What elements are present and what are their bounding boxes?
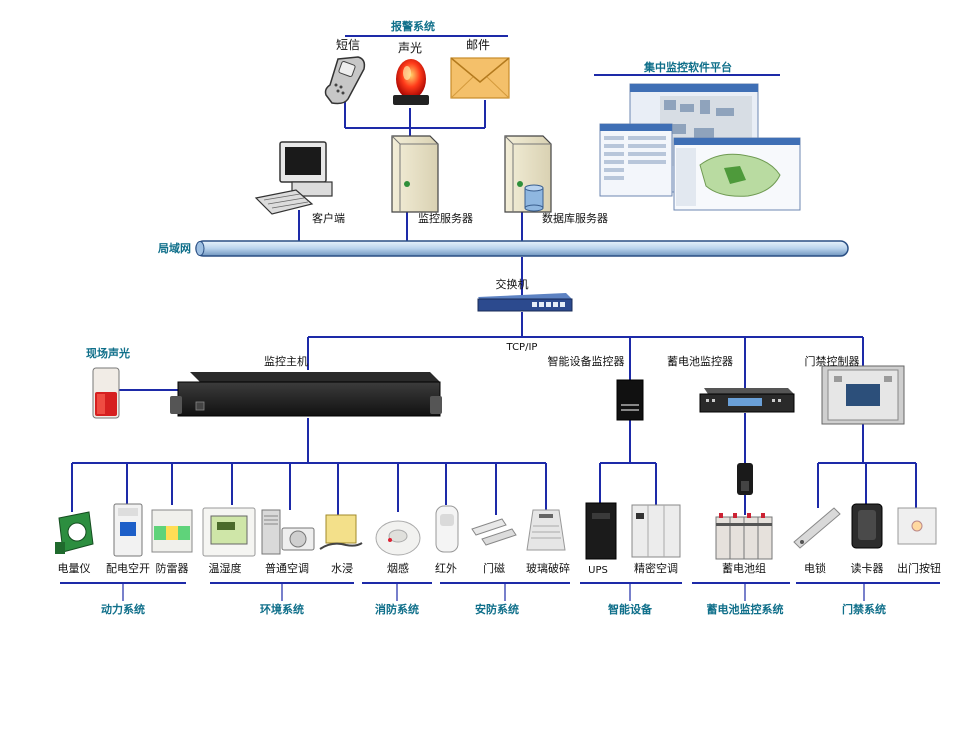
battery-monitor-icon [699,388,795,413]
monitor-server-icon [391,135,439,213]
access-controller-icon [821,365,905,425]
monitoring-host-icon [170,372,442,417]
device-label-breaker: 配电空开 [106,562,150,575]
alarm-system-title: 报警系统 [391,20,435,33]
infrared-sensor-icon [435,505,459,553]
envelope-icon [450,57,510,99]
switch-label: 交换机 [495,278,529,291]
door-contact-icon [471,518,517,546]
smart-monitor-label: 智能设备监控器 [547,355,625,368]
device-label-meter: 电量仪 [57,562,91,575]
siren-icon [393,59,429,105]
device-label-surge: 防雷器 [155,562,189,575]
device-label-lock: 电锁 [804,562,826,575]
device-label-door: 门磁 [483,562,505,575]
group-label-env: 环境系统 [260,603,304,616]
db-server-label: 数据库服务器 [542,212,608,225]
group-label-access: 门禁系统 [842,603,886,616]
device-label-pac: 精密空调 [634,562,678,575]
temp-humidity-sensor-icon [202,507,256,557]
device-label-glass: 玻璃破碎 [526,562,570,575]
surge-protector-icon [151,509,193,553]
onsite-alarm-label: 现场声光 [86,347,130,360]
device-label-reader: 读卡器 [850,562,884,575]
battery-monitor-label: 蓄电池监控器 [667,355,733,368]
smart-device-monitor-icon [616,379,644,421]
platform-title: 集中监控软件平台 [644,61,732,74]
group-label-security: 安防系统 [475,603,519,616]
circuit-breaker-icon [113,503,143,557]
connection-lines [60,35,940,584]
device-label-battery: 蓄电池组 [722,562,766,575]
access-controller-label: 门禁控制器 [804,355,860,368]
sms-label: 短信 [335,38,361,52]
group-tick-marks [122,583,865,601]
email-label: 邮件 [465,38,491,52]
client-label: 客户端 [312,212,345,225]
device-label-th: 温湿度 [208,562,242,575]
group-label-smart: 智能设备 [608,603,652,616]
smoke-detector-icon [375,520,421,556]
client-pc-icon [254,141,333,215]
electric-lock-icon [793,507,841,549]
device-label-ups: UPS [588,565,608,576]
battery-bank-icon [715,513,773,560]
device-label-ac: 普通空调 [265,562,309,575]
device-label-smoke: 烟感 [387,562,409,575]
software-platform-screenshots [599,83,801,211]
monitor-server-label: 监控服务器 [418,212,473,225]
mobile-phone-icon [324,56,366,105]
water-leak-sensor-icon [319,514,363,550]
onsite-alarm-icon [92,367,120,419]
host-label: 监控主机 [264,355,308,368]
device-label-exit: 出门按钮 [897,562,941,575]
lan-pipe [195,240,849,257]
sound-light-label: 声光 [397,41,423,55]
group-label-fire: 消防系统 [375,603,419,616]
device-label-water: 水浸 [331,562,353,575]
device-label-ir: 红外 [435,562,457,575]
card-reader-icon [851,503,883,549]
glass-break-sensor-icon [526,509,566,551]
precision-ac-icon [631,504,681,558]
lan-label: 局域网 [158,242,191,255]
network-switch-icon [477,293,573,312]
air-conditioner-icon [261,509,315,555]
group-label-battery: 蓄电池监控系统 [706,603,784,616]
exit-button-icon [897,507,937,545]
group-label-power: 动力系统 [101,603,145,616]
database-server-icon [504,135,552,213]
ups-icon [585,502,617,560]
battery-sensor-icon [737,463,753,495]
tcpip-label: TCP/IP [506,342,538,353]
power-meter-icon [55,511,94,554]
